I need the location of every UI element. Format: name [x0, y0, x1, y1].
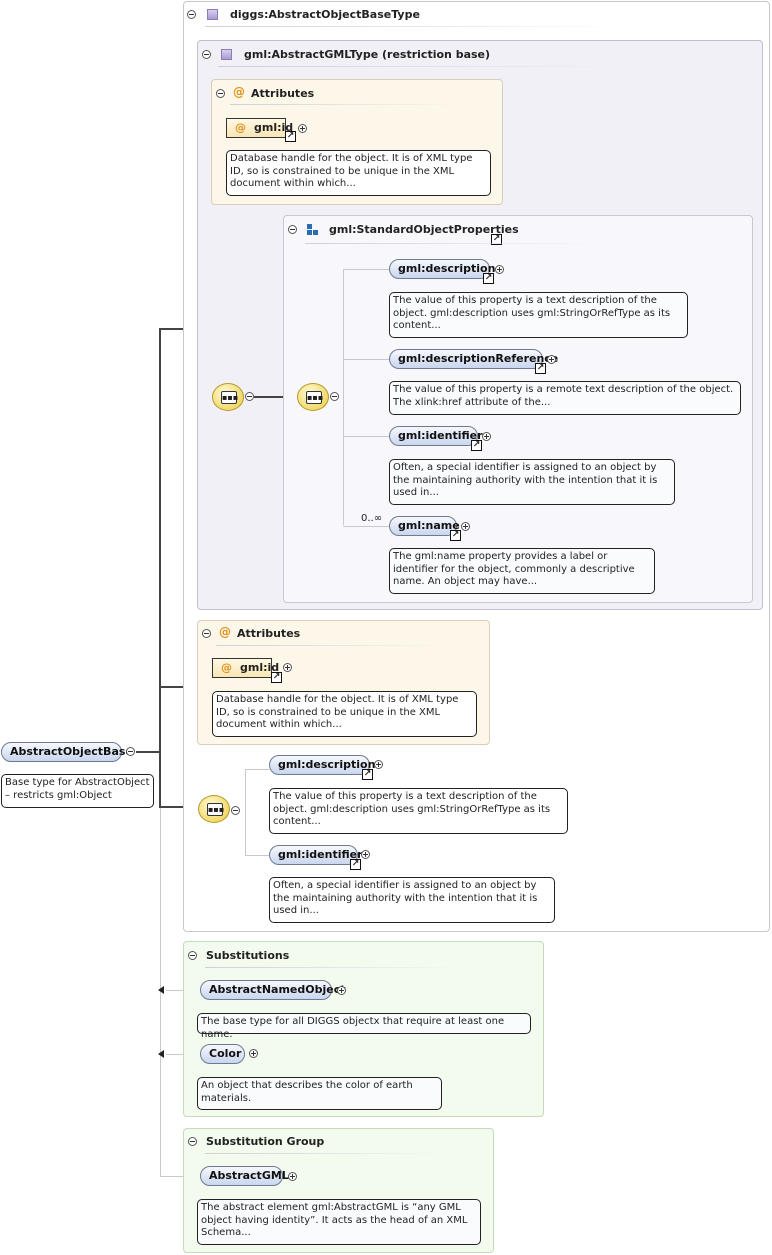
element-documentation: Often, a special identifier is assigned … [269, 877, 555, 923]
connector-trunk [159, 328, 161, 808]
sequence-compositor-icon[interactable]: ▪▪▪ [212, 383, 244, 411]
collapse-minus-icon[interactable] [330, 392, 339, 401]
element-gml-identifier[interactable]: gml:identifier [389, 426, 483, 446]
attribute-gml-id[interactable]: @ gml:id [212, 658, 279, 678]
collapse-minus-icon[interactable] [202, 50, 211, 59]
title-underline [205, 1153, 445, 1154]
element-documentation: The value of this property is a text des… [389, 292, 688, 338]
expand-plus-icon[interactable] [547, 355, 556, 364]
connector-to-sequence [160, 806, 200, 808]
jump-link-icon[interactable]: ↗ [483, 273, 494, 284]
attributes-title: Attributes [251, 87, 315, 100]
attribute-gml-id[interactable]: @ gml:id [226, 118, 293, 138]
element-documentation: The value of this property is a remote t… [389, 381, 741, 415]
collapse-minus-icon[interactable] [245, 392, 254, 401]
substitution-color[interactable]: Color [200, 1044, 245, 1064]
sequence-compositor-icon[interactable]: ▪▪▪ [198, 795, 230, 823]
group-icon [307, 224, 319, 236]
expand-plus-icon[interactable] [374, 760, 383, 769]
collapse-minus-icon[interactable] [188, 1137, 197, 1146]
jump-link-icon[interactable]: ↗ [271, 672, 282, 683]
substitution-group-documentation: The abstract element gml:AbstractGML is … [197, 1199, 481, 1245]
complex-type-icon [207, 9, 218, 20]
element-gml-description[interactable]: gml:description [269, 755, 375, 775]
attribute-at-icon: @ [235, 121, 246, 134]
substitutions-title: Substitutions [206, 949, 290, 962]
element-documentation: Often, a special identifier is assigned … [389, 459, 675, 505]
jump-link-icon[interactable]: ↗ [350, 859, 361, 870]
attribute-name: gml:id [240, 661, 280, 674]
sequence-branch-line [343, 270, 344, 525]
expand-plus-icon[interactable] [482, 432, 491, 441]
expand-plus-icon[interactable] [495, 265, 504, 274]
jump-link-icon[interactable]: ↗ [362, 769, 373, 780]
element-gml-name[interactable]: gml:name [389, 516, 460, 536]
attribute-at-icon: @ [219, 625, 231, 639]
title-underline [218, 66, 628, 67]
attributes-title: Attributes [237, 627, 301, 640]
jump-link-icon[interactable]: ↗ [535, 363, 546, 374]
substitution-abstract-named-object[interactable]: AbstractNamedObject [200, 980, 345, 1000]
substitution-documentation: The base type for all DIGGS objectx that… [197, 1013, 531, 1040]
element-documentation: The value of this property is a text des… [269, 788, 568, 834]
expand-plus-icon[interactable] [288, 1172, 297, 1181]
jump-link-icon[interactable]: ↗ [471, 440, 482, 451]
attribute-at-icon: @ [221, 661, 232, 674]
collapse-minus-icon[interactable] [187, 10, 196, 19]
group-title: gml:StandardObjectProperties [329, 223, 519, 236]
substitution-group-abstract-gml[interactable]: AbstractGML [200, 1166, 289, 1186]
connector-to-attributes [160, 686, 200, 688]
collapse-minus-icon[interactable] [231, 806, 240, 815]
expand-plus-icon[interactable] [337, 986, 346, 995]
title-underline [305, 243, 605, 244]
attribute-at-icon: @ [233, 85, 245, 99]
jump-link-icon[interactable]: ↗ [450, 530, 461, 541]
expand-plus-icon[interactable] [298, 124, 307, 133]
connector-root [136, 751, 160, 753]
root-element-abstract-object-base[interactable]: AbstractObjectBase [1, 742, 133, 762]
branch-line [343, 526, 389, 527]
expand-plus-icon[interactable] [461, 522, 470, 531]
expand-plus-icon[interactable] [361, 850, 370, 859]
branch-line [343, 436, 389, 437]
root-documentation: Base type for AbstractObject – restricts… [1, 774, 154, 808]
branch-line [343, 359, 389, 360]
connector-group [254, 396, 298, 398]
jump-link-icon[interactable]: ↗ [285, 131, 296, 142]
substitution-documentation: An object that describes the color of ea… [197, 1077, 442, 1110]
element-gml-identifier[interactable]: gml:identifier [269, 845, 363, 865]
attribute-documentation: Database handle for the object. It is of… [212, 691, 477, 737]
base-type-title: diggs:AbstractObjectBaseType [230, 8, 420, 21]
title-underline [216, 645, 446, 646]
title-underline [205, 26, 625, 27]
occurrence-label: 0..∞ [361, 513, 383, 524]
branch-line [245, 855, 269, 856]
attribute-documentation: Database handle for the object. It is of… [226, 150, 491, 196]
complex-type-icon [221, 49, 232, 60]
arrow-left-icon [158, 1050, 164, 1058]
arrow-left-icon [158, 986, 164, 994]
collapse-minus-icon[interactable] [188, 951, 197, 960]
sequence-compositor-icon[interactable]: ▪▪▪ [297, 383, 329, 411]
branch-line [343, 269, 389, 270]
title-underline [205, 967, 465, 968]
collapse-minus-icon[interactable] [288, 225, 297, 234]
jump-link-icon[interactable]: ↗ [491, 234, 502, 245]
connector-subst-group [160, 1176, 200, 1177]
substitution-group-title: Substitution Group [206, 1135, 325, 1148]
connector-to-type [160, 328, 200, 330]
branch-line [245, 769, 269, 770]
element-documentation: The gml:name property provides a label o… [389, 548, 655, 594]
collapse-minus-icon[interactable] [216, 89, 225, 98]
expand-plus-icon[interactable] [283, 663, 292, 672]
title-underline [230, 104, 460, 105]
sequence-branch-line [245, 770, 246, 856]
collapse-minus-icon[interactable] [202, 629, 211, 638]
gml-type-title: gml:AbstractGMLType (restriction base) [244, 48, 491, 61]
element-gml-description-reference[interactable]: gml:descriptionReference [389, 349, 558, 369]
expand-plus-icon[interactable] [249, 1049, 258, 1058]
attribute-name: gml:id [254, 121, 294, 134]
collapse-minus-icon[interactable] [126, 747, 135, 756]
element-gml-description[interactable]: gml:description [389, 259, 495, 279]
